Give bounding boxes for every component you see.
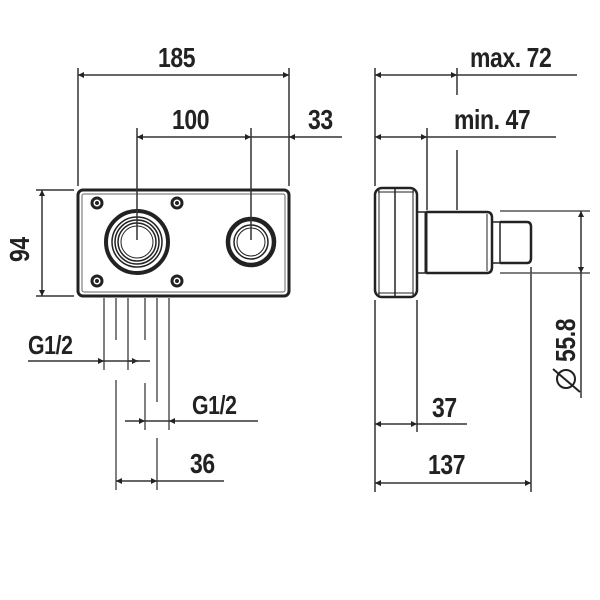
dim-diameter: 55.8	[550, 318, 581, 362]
dim-outlet-thread: G1/2	[192, 390, 237, 420]
pipe-lines	[103, 298, 170, 490]
dim-max-depth: max. 72	[470, 42, 552, 73]
side-body	[416, 210, 533, 275]
dim-overall-width: 185	[158, 42, 196, 73]
dim-pipe-spacing: 36	[190, 448, 215, 479]
side-flange	[373, 186, 419, 299]
screw-holes	[90, 196, 184, 288]
front-body	[76, 188, 291, 298]
dim-port-spacing: 100	[172, 104, 210, 135]
dim-min-depth: min. 47	[454, 104, 531, 135]
dim-edge-to-port: 33	[308, 104, 333, 135]
diameter-symbol-icon	[552, 368, 581, 393]
dim-flange-depth: 37	[432, 392, 457, 423]
dim-height: 94	[4, 237, 35, 262]
dim-inlet-thread: G1/2	[28, 330, 73, 360]
dim-overall-depth: 137	[428, 449, 466, 480]
